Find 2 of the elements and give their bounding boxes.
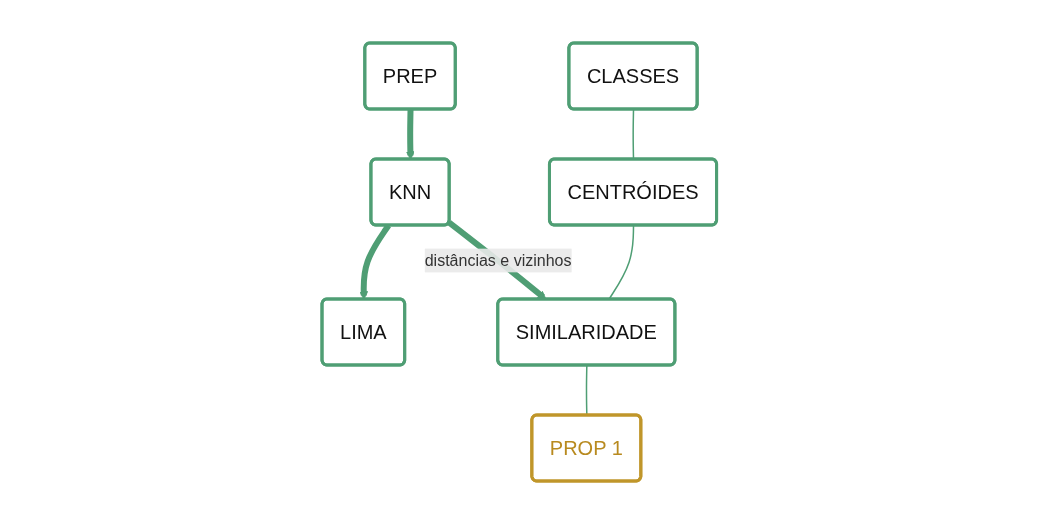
arrow [405, 109, 415, 160]
edge-label: distâncias e vizinhos [424, 251, 572, 269]
